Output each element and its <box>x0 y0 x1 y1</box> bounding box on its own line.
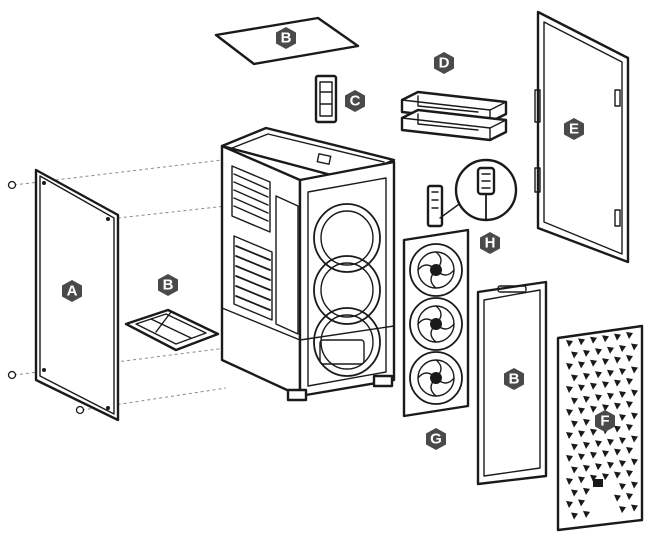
marker-ssd-bracket: C <box>345 90 365 112</box>
fan-hub <box>426 158 518 228</box>
ssd-bracket <box>314 74 338 124</box>
screw-icon <box>7 180 17 190</box>
screw-icon <box>75 405 85 415</box>
screws <box>7 180 85 415</box>
bottom-dust-filter <box>124 308 220 352</box>
fan-icon <box>409 243 463 297</box>
hexagon-marker <box>62 280 82 302</box>
marker-label: G <box>430 431 442 448</box>
marker-top-panel: B <box>276 27 296 49</box>
marker-label: E <box>569 121 579 138</box>
marker-label: B <box>163 277 174 294</box>
hexagon-marker <box>276 27 296 49</box>
marker-label: D <box>439 55 450 72</box>
logo-icon <box>593 479 603 487</box>
fan-icon <box>409 351 463 405</box>
fan-icon <box>409 297 463 351</box>
hexagon-marker <box>426 428 446 450</box>
marker-front-filter: B <box>504 368 524 390</box>
marker-fans: G <box>426 428 446 450</box>
drive-cages <box>400 90 508 142</box>
marker-label: C <box>350 93 361 110</box>
hexagon-marker <box>345 90 365 112</box>
hexagon-marker <box>158 274 178 296</box>
marker-front-panel: F <box>595 410 615 432</box>
expansion-slots <box>233 235 273 321</box>
hexagon-marker <box>434 52 454 74</box>
screw-icon <box>7 370 17 380</box>
marker-label: F <box>600 413 609 430</box>
right-side-panel <box>534 10 630 264</box>
marker-right-panel: E <box>564 118 584 140</box>
hexagon-marker <box>595 410 615 432</box>
marker-label: H <box>485 235 496 252</box>
marker-label: B <box>509 371 520 388</box>
front-fan-stack <box>402 228 470 418</box>
front-panel-pattern <box>566 332 638 520</box>
marker-label: A <box>67 283 78 300</box>
hexagon-marker <box>564 118 584 140</box>
marker-bottom-filter: B <box>158 274 178 296</box>
marker-fan-hub: H <box>480 232 500 254</box>
rear-vents <box>233 173 269 222</box>
chassis <box>220 126 396 402</box>
marker-drive-cages: D <box>434 52 454 74</box>
front-fan-openings <box>313 203 381 377</box>
marker-label: B <box>281 30 292 47</box>
marker-left-panel: A <box>62 280 82 302</box>
hexagon-marker <box>504 368 524 390</box>
hexagon-marker <box>480 232 500 254</box>
